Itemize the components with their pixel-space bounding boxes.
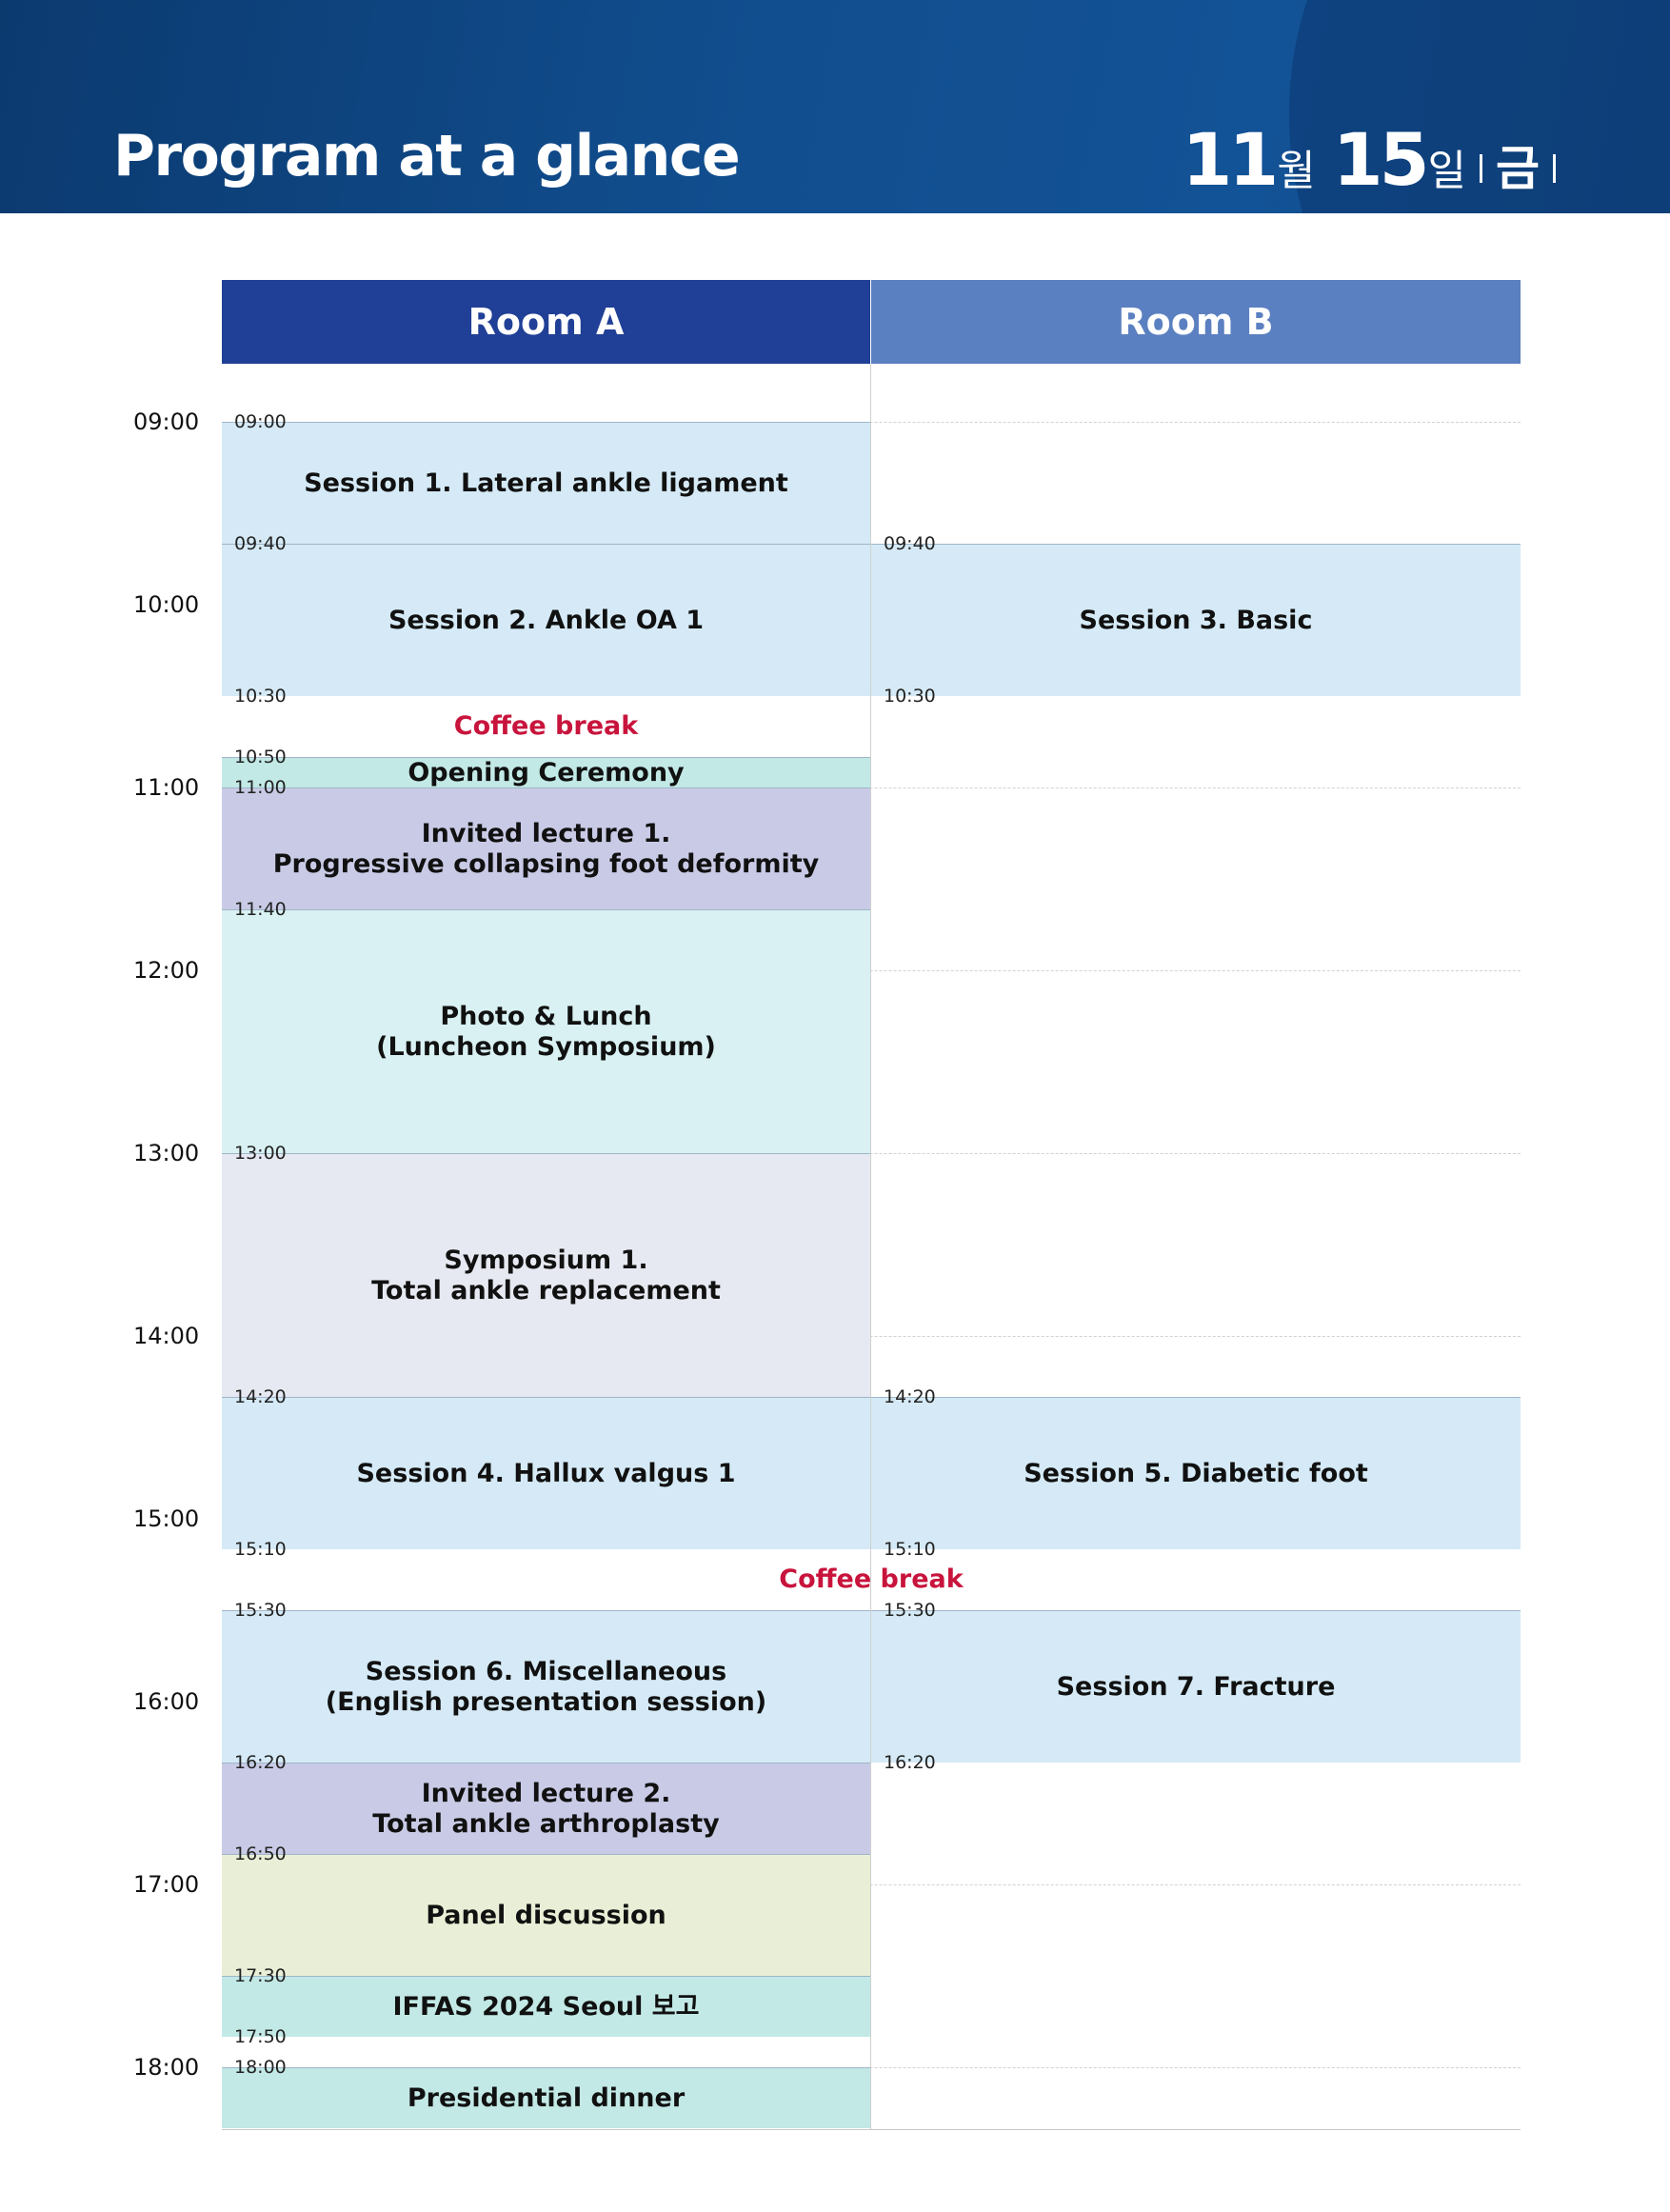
hour-gridline <box>222 2067 1521 2068</box>
schedule-bottom-rule <box>222 2129 1521 2130</box>
page-header: Program at a glance 11 월 15 일 금 <box>0 0 1670 213</box>
start-time-label: 18:00 <box>234 2057 287 2078</box>
hour-label: 16:00 <box>133 1688 200 1715</box>
hour-gridline <box>222 787 1521 788</box>
session-block[interactable]: Panel discussion <box>222 1854 870 1976</box>
end-time-label: 10:30 <box>234 686 287 707</box>
session-title: Invited lecture 2. Total ankle arthropla… <box>372 1778 720 1839</box>
start-time-label: 15:30 <box>234 1600 287 1621</box>
session-title: Presidential dinner <box>407 2082 686 2113</box>
session-title: Session 5. Diabetic foot <box>1024 1458 1368 1488</box>
session-block[interactable]: Photo & Lunch (Luncheon Symposium) <box>222 909 870 1153</box>
session-title: Opening Ceremony <box>408 757 685 787</box>
start-time-label: 11:00 <box>234 777 287 798</box>
hour-label: 10:00 <box>133 591 200 618</box>
hour-gridline <box>222 1884 1521 1885</box>
session-title: Session 2. Ankle OA 1 <box>388 605 705 635</box>
session-block[interactable]: Symposium 1. Total ankle replacement <box>222 1153 870 1397</box>
start-time-label: 10:50 <box>234 747 287 767</box>
session-block[interactable]: Invited lecture 2. Total ankle arthropla… <box>222 1763 870 1854</box>
start-time-label: 11:40 <box>234 899 287 920</box>
room-b-header: Room B <box>871 280 1521 364</box>
session-title: Session 4. Hallux valgus 1 <box>356 1458 736 1488</box>
coffee-break-label: Coffee break <box>453 711 639 741</box>
start-time-label: 09:40 <box>884 533 936 554</box>
session-title: Panel discussion <box>426 1900 666 1930</box>
start-time-label: 13:00 <box>234 1143 287 1164</box>
date-separator-left <box>1480 154 1482 183</box>
end-time-label: 16:20 <box>884 1752 936 1773</box>
session-block[interactable]: Presidential dinner <box>222 2067 870 2128</box>
end-time-label: 15:10 <box>234 1539 287 1560</box>
hour-label: 12:00 <box>133 957 200 984</box>
date-month-unit: 월 <box>1277 147 1316 195</box>
start-time-label: 09:00 <box>234 411 287 432</box>
session-title: Session 1. Lateral ankle ligament <box>304 468 788 498</box>
date-day-unit: 일 <box>1427 147 1466 195</box>
session-block[interactable]: Session 3. Basic <box>871 544 1521 696</box>
end-time-label: 15:10 <box>884 1539 936 1560</box>
session-title: IFFAS 2024 Seoul 보고 <box>392 1991 700 2022</box>
date-weekday: 금 <box>1496 141 1540 196</box>
session-title: Session 6. Miscellaneous (English presen… <box>325 1656 767 1717</box>
start-time-label: 15:30 <box>884 1600 936 1621</box>
hour-label: 11:00 <box>133 774 200 801</box>
coffee-break-label: Coffee break <box>779 1564 964 1594</box>
hour-label: 13:00 <box>133 1140 200 1166</box>
session-block[interactable]: Session 6. Miscellaneous (English presen… <box>222 1610 870 1763</box>
start-time-label: 14:20 <box>234 1386 287 1407</box>
session-title: Session 7. Fracture <box>1056 1671 1336 1702</box>
end-time-label: 17:50 <box>234 2026 287 2047</box>
end-time-label: 10:30 <box>884 686 936 707</box>
page-title: Program at a glance <box>113 123 741 189</box>
hour-label: 14:00 <box>133 1323 200 1349</box>
hour-label: 15:00 <box>133 1505 200 1532</box>
start-time-label: 09:40 <box>234 533 287 554</box>
event-date: 11 월 15 일 금 <box>1182 114 1556 202</box>
session-title: Session 3. Basic <box>1079 605 1313 635</box>
hour-label: 09:00 <box>133 409 200 435</box>
start-time-label: 16:50 <box>234 1843 287 1864</box>
start-time-label: 14:20 <box>884 1386 936 1407</box>
start-time-label: 16:20 <box>234 1752 287 1773</box>
session-title: Symposium 1. Total ankle replacement <box>371 1245 721 1305</box>
session-block[interactable]: IFFAS 2024 Seoul 보고 <box>222 1976 870 2037</box>
session-block[interactable]: Session 4. Hallux valgus 1 <box>222 1397 870 1549</box>
hour-gridline <box>222 1153 1521 1154</box>
hour-label: 17:00 <box>133 1871 200 1898</box>
date-month: 11 <box>1182 117 1280 202</box>
hour-label: 18:00 <box>133 2054 200 2081</box>
hour-gridline <box>222 422 1521 423</box>
room-column-divider <box>870 364 871 2129</box>
start-time-label: 17:30 <box>234 1965 287 1986</box>
session-title: Photo & Lunch (Luncheon Symposium) <box>376 1001 716 1062</box>
session-block[interactable]: Session 1. Lateral ankle ligament <box>222 422 870 544</box>
room-a-header: Room A <box>222 280 870 364</box>
date-day: 15 <box>1332 117 1430 202</box>
hour-gridline <box>222 1336 1521 1337</box>
date-separator-right <box>1553 154 1556 183</box>
session-title: Invited lecture 1. Progressive collapsin… <box>272 818 820 879</box>
session-block[interactable]: Invited lecture 1. Progressive collapsin… <box>222 787 870 909</box>
session-block[interactable]: Opening Ceremony <box>222 757 870 787</box>
session-block[interactable]: Session 5. Diabetic foot <box>871 1397 1521 1549</box>
hour-gridline <box>222 970 1521 971</box>
session-block[interactable]: Session 2. Ankle OA 1 <box>222 544 870 696</box>
session-block[interactable]: Session 7. Fracture <box>871 1610 1521 1763</box>
